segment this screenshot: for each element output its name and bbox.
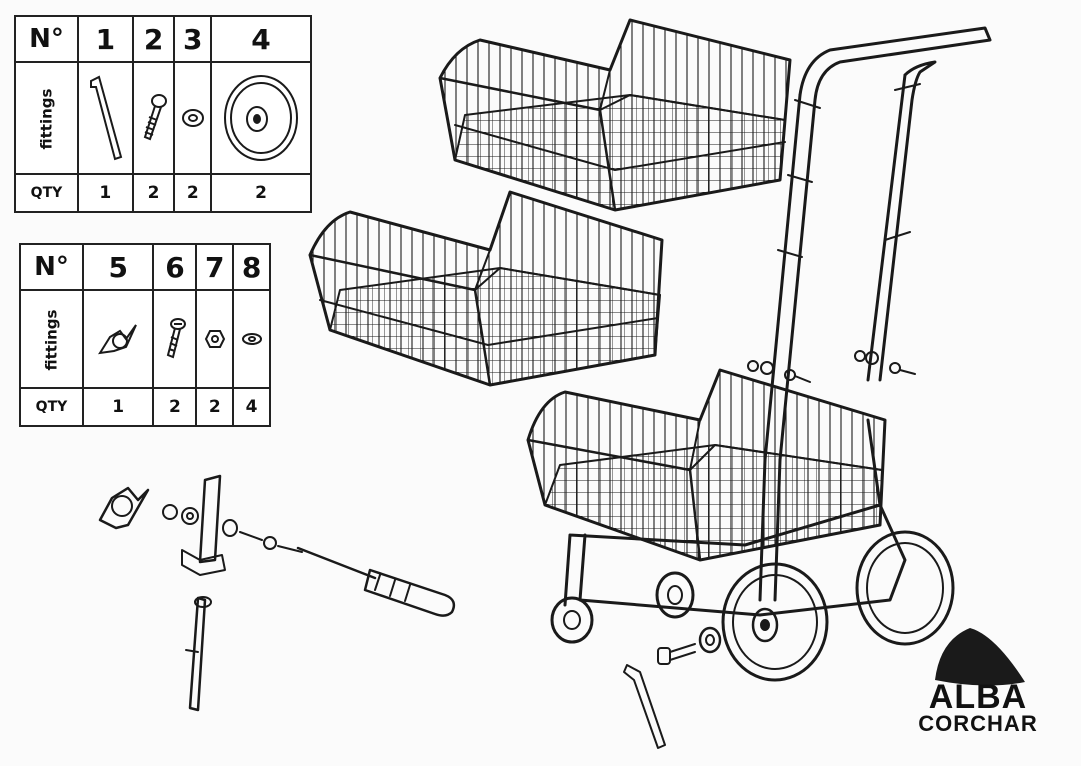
number-label: N° [19,243,84,291]
qty-2: 2 [131,173,176,213]
qty-label: QTY [19,387,84,427]
fittings-table-2: N° 5 6 7 8 fittings [19,243,271,427]
wing-nut-icon [81,289,155,389]
qty-6: 2 [152,387,198,427]
wire-basket-top [438,18,792,212]
part-number-8: 8 [232,243,271,291]
part-number-4: 4 [210,15,312,63]
qty-4: 2 [210,173,312,213]
part-number-5: 5 [81,243,155,291]
small-washer-icon [232,289,271,389]
part-number-6: 6 [152,243,198,291]
qty-7: 2 [195,387,235,427]
number-label: N° [14,15,79,63]
brand-logo: ALBA CORCHAR [908,623,1048,735]
screwdriver-icon [296,546,456,617]
screw-icon [152,289,198,389]
wheel-fixings [623,626,722,749]
part-number-2: 2 [131,15,176,63]
fittings-label: fittings [42,309,61,370]
part-number-7: 7 [195,243,235,291]
fittings-table-1: N° 1 2 3 4 fittings [14,15,312,213]
logo-line-2: CORCHAR [918,711,1038,736]
part-number-1: 1 [76,15,134,63]
trolley-base [550,418,955,682]
allen-key-icon [76,61,134,175]
logo-mark [935,628,1025,686]
logo-line-1: ALBA [928,678,1028,716]
frame-fittings [747,350,916,383]
fittings-label: fittings [37,88,56,149]
bolt-icon [131,61,176,175]
wire-basket-middle [308,190,664,387]
hex-nut-icon [195,289,235,389]
wire-basket-bottom [526,368,887,562]
qty-1: 1 [76,173,134,213]
qty-5: 1 [81,387,155,427]
part-number-3: 3 [173,15,212,63]
qty-8: 4 [232,387,271,427]
qty-3: 2 [173,173,212,213]
qty-label: QTY [14,173,79,213]
washer-icon [173,61,212,175]
wheel-icon [210,61,312,175]
exploded-detail [98,474,303,712]
